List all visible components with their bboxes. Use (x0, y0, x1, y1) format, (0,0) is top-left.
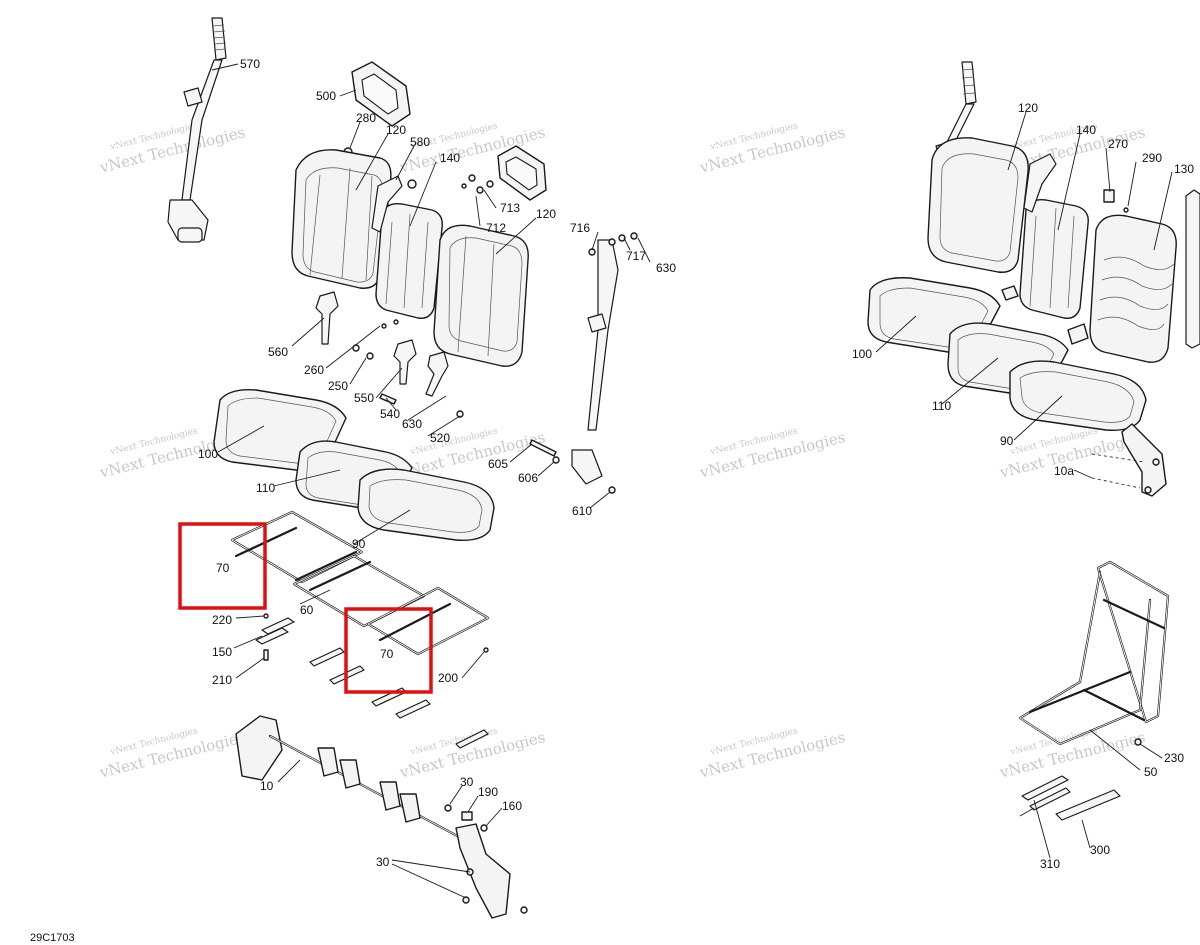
headrest-right[interactable] (497, 145, 547, 201)
callout-140: 140 (440, 151, 460, 165)
callout-110: 110 (256, 481, 275, 495)
callout-310: 310 (1040, 857, 1060, 871)
callout-160: 160 (502, 799, 522, 813)
callout-90: 90 (1000, 434, 1014, 448)
backrest-assembled-right-130[interactable] (1089, 214, 1177, 363)
callout-70-left: 70 (216, 561, 230, 575)
callout-70-right: 70 (380, 647, 394, 661)
slide-310[interactable] (1019, 775, 1071, 817)
callout-100: 100 (198, 447, 218, 461)
seat-belt-upper-140[interactable] (1023, 153, 1057, 213)
callout-260: 260 (304, 363, 324, 377)
callout-60: 60 (300, 603, 314, 617)
callout-270: 270 (1108, 137, 1128, 151)
callout-610: 610 (572, 504, 592, 518)
callout-120: 120 (536, 207, 556, 221)
callout-606: 606 (518, 471, 538, 485)
callout-50: 50 (1144, 765, 1158, 779)
seat-frame-70-left[interactable] (230, 510, 364, 584)
buckle-assembled[interactable] (1067, 323, 1089, 345)
callout-500: 500 (316, 89, 336, 103)
headrest-500[interactable] (351, 61, 411, 127)
backrest-assembled-left-120[interactable] (927, 137, 1029, 273)
callout-130: 130 (1174, 162, 1194, 176)
callout-630: 630 (402, 417, 422, 431)
callout-30: 30 (376, 855, 390, 869)
fasteners-260-250-540[interactable] (352, 319, 464, 418)
fasteners-605-606[interactable] (529, 439, 560, 464)
callout-210: 210 (212, 673, 232, 687)
callout-150: 150 (212, 645, 232, 659)
fastener[interactable] (407, 179, 417, 189)
callout-280: 280 (356, 111, 376, 125)
callout-713: 713 (500, 201, 520, 215)
callout-605: 605 (488, 457, 508, 471)
callout-550: 550 (354, 391, 374, 405)
buckle-560[interactable] (315, 291, 339, 345)
seat-cushion-90[interactable] (357, 468, 495, 541)
callout-712: 712 (486, 221, 506, 235)
callout-140: 140 (1076, 123, 1096, 137)
callout-120: 120 (1018, 101, 1038, 115)
highlight-box-70-right (344, 607, 433, 694)
parts-270-290[interactable] (1103, 189, 1129, 213)
callout-717: 717 (626, 249, 646, 263)
reference-code: 29C1703 (30, 932, 75, 944)
fasteners-30-190-160[interactable] (444, 804, 528, 914)
seat-belt-right-assembled[interactable] (1185, 189, 1200, 349)
seat-frame-60-center[interactable] (292, 554, 426, 628)
buckle-520[interactable] (425, 351, 449, 397)
callout-540: 540 (380, 407, 400, 421)
callouts-left: 570 500 280 120 580 140 713 712 120 716 … (198, 57, 676, 869)
fastener-220[interactable] (263, 613, 489, 653)
seat-belt-right[interactable] (571, 232, 638, 494)
callout-560: 560 (268, 345, 288, 359)
backrest-assembled-center-140[interactable] (1019, 199, 1089, 319)
callout-200: 200 (438, 671, 458, 685)
callout-630: 630 (656, 261, 676, 275)
fastener-230[interactable] (1134, 738, 1142, 746)
buckle-assembled[interactable] (1001, 285, 1019, 301)
leader-lines-right (875, 111, 1173, 859)
callout-300: 300 (1090, 843, 1110, 857)
seat-cushion-assembled-90[interactable] (1009, 360, 1147, 431)
callout-220: 220 (212, 613, 232, 627)
seat-belt-570[interactable] (167, 17, 227, 243)
callout-230: 230 (1164, 751, 1184, 765)
callout-716: 716 (570, 221, 590, 235)
backrest-center-140[interactable] (375, 203, 443, 319)
buckle-550[interactable] (393, 339, 417, 385)
callout-100: 100 (852, 347, 872, 361)
callout-520: 520 (430, 431, 450, 445)
fastener-210[interactable] (263, 649, 269, 661)
callout-570: 570 (240, 57, 260, 71)
rail-300[interactable] (1055, 789, 1121, 821)
backrest-right-120[interactable] (433, 224, 529, 367)
callout-10a: 10a (1054, 464, 1074, 478)
base-frame-10[interactable] (235, 715, 511, 919)
callout-250: 250 (328, 379, 348, 393)
callout-110: 110 (932, 399, 951, 413)
seat-frame-70-right[interactable] (366, 586, 490, 656)
leader-lines-left (211, 63, 651, 899)
seat-frame-assembled-50[interactable] (1018, 560, 1170, 746)
callout-10: 10 (260, 779, 274, 793)
callout-90: 90 (352, 537, 366, 551)
callout-580: 580 (410, 135, 430, 149)
highlight-box-70-left (178, 522, 267, 610)
callout-120: 120 (386, 123, 406, 137)
callout-190: 190 (478, 785, 498, 799)
fasteners-713-712[interactable] (461, 174, 494, 194)
callout-30: 30 (460, 775, 474, 789)
callouts-right: 120 140 270 290 130 100 110 90 10a 230 5… (852, 101, 1194, 871)
callout-290: 290 (1142, 151, 1162, 165)
bracket-10a[interactable] (1091, 423, 1167, 497)
